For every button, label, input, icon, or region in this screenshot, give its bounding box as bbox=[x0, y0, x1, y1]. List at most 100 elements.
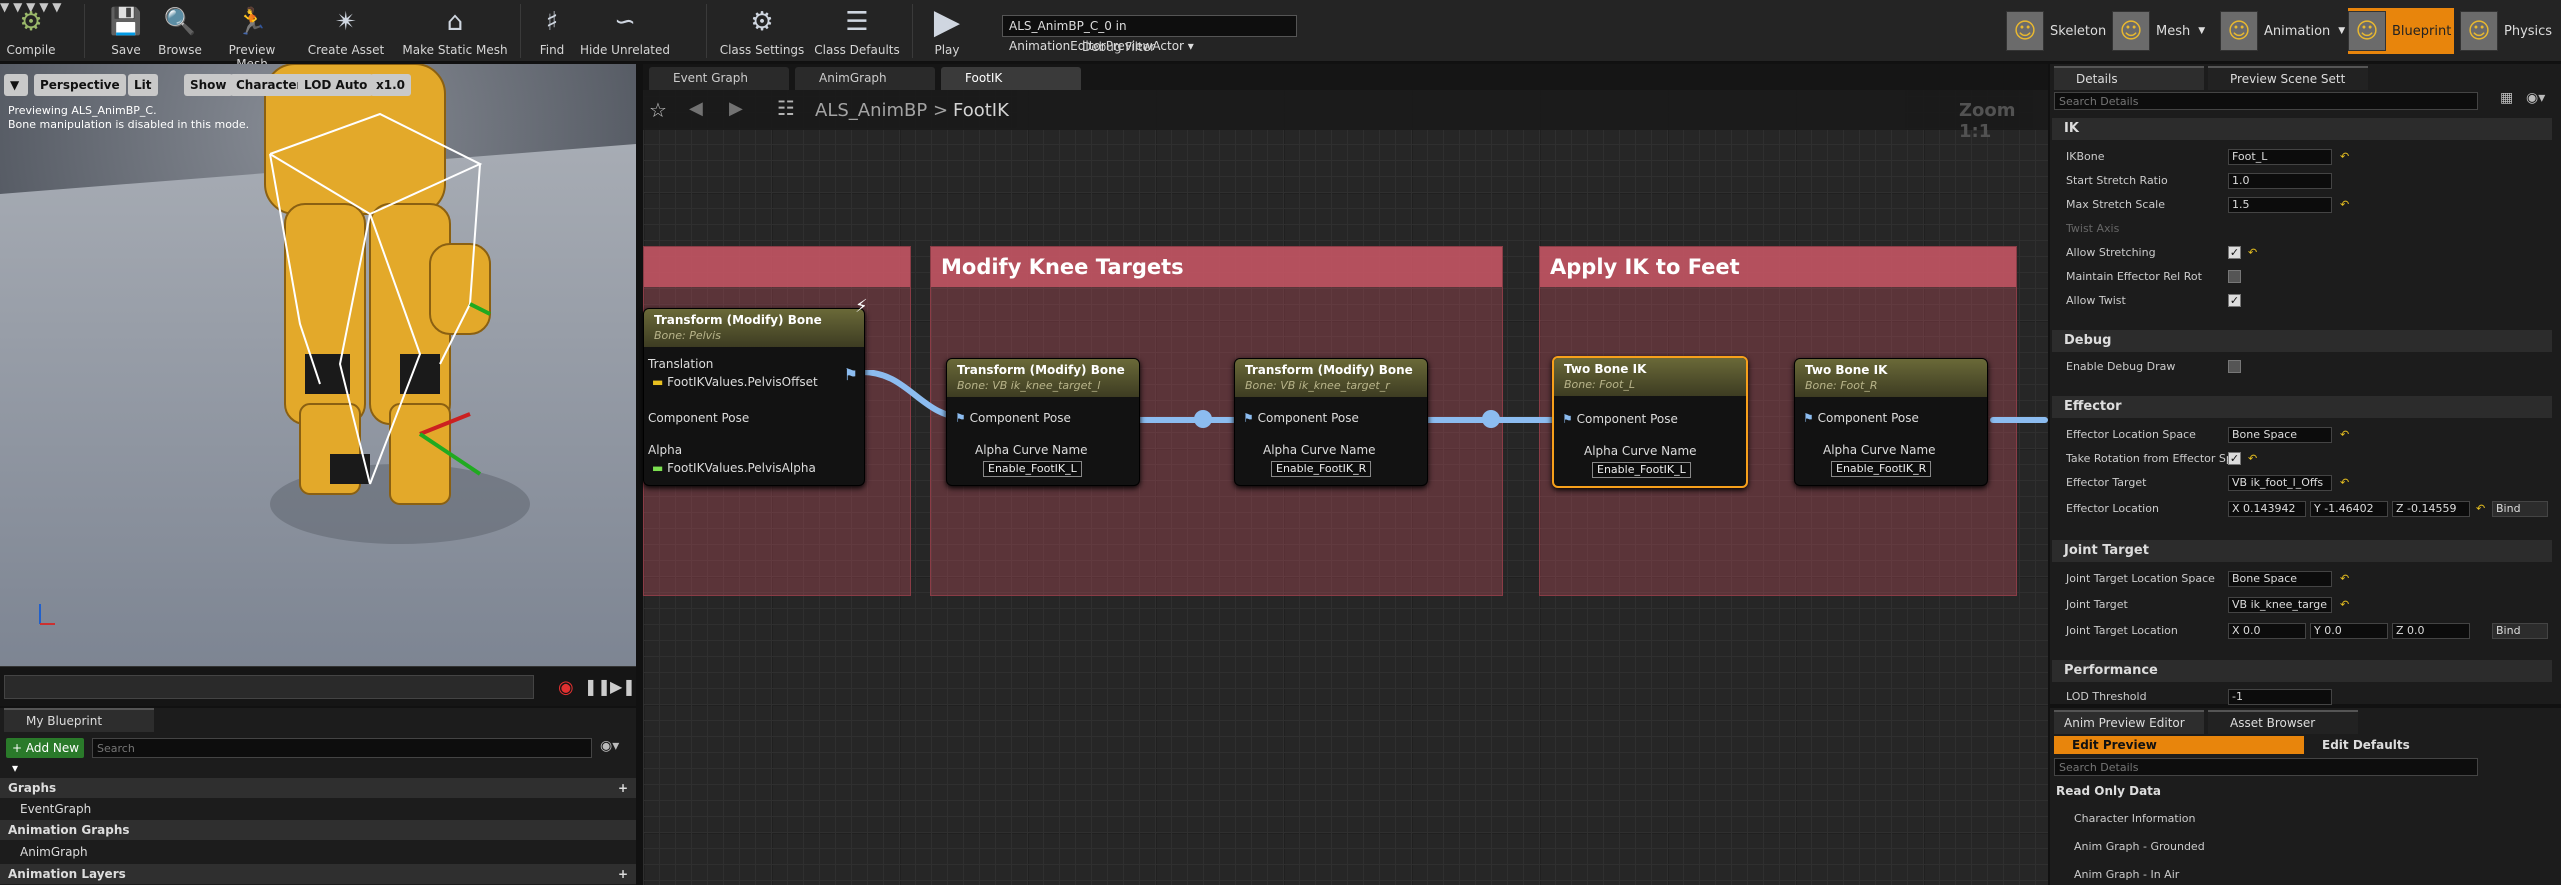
graphs-category[interactable]: Graphs+ bbox=[0, 778, 636, 798]
mesh-dropdown-icon[interactable]: ▼ bbox=[2198, 26, 2206, 36]
tab-anim-preview-editor[interactable]: Anim Preview Editor bbox=[2054, 710, 2204, 734]
list-item[interactable]: Anim Graph - Grounded bbox=[2074, 840, 2205, 853]
play-button[interactable]: ▶Play bbox=[922, 0, 972, 62]
step-forward-icon[interactable]: ▶❚ bbox=[610, 677, 636, 696]
details-search-input[interactable] bbox=[2054, 92, 2478, 110]
preview-viewport[interactable] bbox=[0, 64, 636, 704]
tab-event-graph[interactable]: Event Graph bbox=[649, 67, 789, 90]
alpha-curve-field[interactable]: Enable_FootIK_L bbox=[983, 461, 1082, 477]
favorite-star-icon[interactable]: ☆ bbox=[649, 98, 667, 122]
lit-button[interactable]: Lit bbox=[128, 74, 158, 96]
lod-button[interactable]: LOD Auto bbox=[298, 74, 374, 96]
section-ik[interactable]: IK bbox=[2052, 118, 2552, 140]
save-button[interactable]: 💾Save bbox=[109, 7, 143, 57]
animation-layers-category[interactable]: Animation Layers+ bbox=[0, 864, 636, 884]
perspective-button[interactable]: Perspective bbox=[34, 74, 126, 96]
mode-physics[interactable]: ☺Physics bbox=[2460, 8, 2552, 54]
find-button[interactable]: ♯Find bbox=[530, 0, 574, 62]
pin-component-pose[interactable]: ⚑ Component Pose bbox=[1562, 412, 1678, 426]
reset-icon[interactable]: ↶ bbox=[2340, 572, 2350, 585]
play-dropdown-icon[interactable]: ▼ bbox=[52, 0, 62, 14]
read-only-data-category[interactable]: Read Only Data bbox=[2056, 784, 2161, 798]
joint-x-input[interactable]: X 0.0 bbox=[2228, 623, 2306, 639]
joint-y-input[interactable]: Y 0.0 bbox=[2310, 623, 2388, 639]
pause-icon[interactable]: ❚❚ bbox=[584, 677, 611, 696]
list-item[interactable]: Character Information bbox=[2074, 812, 2196, 825]
reset-icon[interactable]: ↶ bbox=[2248, 452, 2258, 465]
timeline-scrubber[interactable] bbox=[4, 675, 534, 699]
create-asset-button[interactable]: ✴Create Asset bbox=[307, 7, 385, 57]
debug-object-select[interactable]: ALS_AnimBP_C_0 in AnimationEditorPreview… bbox=[1002, 15, 1297, 53]
pin-translation-value[interactable]: ▬ FootIKValues.PelvisOffset bbox=[652, 375, 818, 389]
pin-component-pose[interactable]: ⚑ Component Pose bbox=[1243, 411, 1359, 425]
bind-button[interactable]: Bind bbox=[2492, 623, 2548, 639]
pin-component-pose[interactable]: ⚑ Component Pose bbox=[1803, 411, 1919, 425]
section-performance[interactable]: Performance bbox=[2052, 660, 2552, 682]
reset-icon[interactable]: ↶ bbox=[2340, 598, 2350, 611]
list-item[interactable]: Anim Graph - In Air bbox=[2074, 868, 2180, 881]
alpha-curve-field[interactable]: Enable_FootIK_L bbox=[1592, 462, 1691, 478]
view-options-icon[interactable]: ◉▾ bbox=[2526, 90, 2546, 106]
enable-debug-draw-checkbox[interactable] bbox=[2228, 360, 2241, 373]
make-static-mesh-button[interactable]: ⌂Make Static Mesh bbox=[402, 7, 508, 57]
add-layer-icon[interactable]: + bbox=[617, 867, 628, 881]
edit-preview-tab[interactable]: Edit Preview bbox=[2054, 736, 2304, 754]
joint-z-input[interactable]: Z 0.0 bbox=[2392, 623, 2470, 639]
add-new-button[interactable]: + Add New ▾ bbox=[6, 738, 84, 775]
effector-target-select[interactable]: VB ik_foot_l_Offs bbox=[2228, 475, 2332, 491]
property-twist-axis[interactable]: Twist Axis bbox=[2066, 222, 2120, 235]
output-pose-pin-icon[interactable]: ⚑ bbox=[843, 365, 858, 384]
character-button[interactable]: Character bbox=[230, 74, 309, 96]
pin-alpha[interactable]: Alpha bbox=[648, 443, 683, 457]
reset-icon[interactable]: ↶ bbox=[2340, 428, 2350, 441]
breadcrumb-root[interactable]: ALS_AnimBP bbox=[815, 100, 928, 121]
pin-component-pose[interactable]: ⚑ Component Pose bbox=[955, 411, 1071, 425]
reset-icon[interactable]: ↶ bbox=[2340, 198, 2350, 211]
pin-alpha-value[interactable]: ▬ FootIKValues.PelvisAlpha bbox=[652, 461, 816, 475]
joint-target-select[interactable]: VB ik_knee_targe bbox=[2228, 597, 2332, 613]
reset-icon[interactable]: ↶ bbox=[2340, 150, 2350, 163]
edit-defaults-tab[interactable]: Edit Defaults bbox=[2322, 738, 2410, 752]
back-arrow-icon[interactable]: ◀ bbox=[689, 98, 703, 119]
reset-icon[interactable]: ↶ bbox=[2476, 502, 2486, 515]
show-button[interactable]: Show bbox=[184, 74, 233, 96]
tab-animgraph[interactable]: AnimGraph bbox=[795, 67, 935, 90]
reset-icon[interactable]: ↶ bbox=[2340, 476, 2350, 489]
preview-mesh-dropdown-icon[interactable]: ▼ bbox=[13, 0, 23, 14]
take-rotation-checkbox[interactable]: ✓ bbox=[2228, 452, 2241, 465]
joint-location-space-select[interactable]: Bone Space bbox=[2228, 571, 2332, 587]
tab-preview-scene-settings[interactable]: Preview Scene Sett bbox=[2208, 66, 2368, 90]
alpha-curve-field[interactable]: Enable_FootIK_R bbox=[1271, 461, 1372, 477]
forward-arrow-icon[interactable]: ▶ bbox=[729, 98, 743, 119]
preview-mesh-button[interactable]: 🏃Preview Mesh bbox=[228, 7, 276, 71]
class-settings-button[interactable]: ⚙Class Settings bbox=[719, 7, 805, 57]
mode-skeleton[interactable]: ☺Skeleton bbox=[2006, 8, 2106, 54]
viewport-options-button[interactable]: ▼ bbox=[4, 74, 28, 96]
pin-component-pose[interactable]: Component Pose bbox=[648, 411, 750, 425]
pin-alpha-curve-name[interactable]: Alpha Curve Name bbox=[975, 443, 1088, 457]
effector-y-input[interactable]: Y -1.46402 bbox=[2310, 501, 2388, 517]
allow-stretching-checkbox[interactable]: ✓ bbox=[2228, 246, 2241, 259]
mode-blueprint[interactable]: ☺Blueprint bbox=[2348, 8, 2454, 54]
mode-mesh[interactable]: ☺Mesh ▼ bbox=[2112, 8, 2205, 54]
lod-threshold-input[interactable]: -1 bbox=[2228, 689, 2332, 705]
pin-alpha-curve-name[interactable]: Alpha Curve Name bbox=[1823, 443, 1936, 457]
section-debug[interactable]: Debug bbox=[2052, 330, 2552, 352]
ikbone-select[interactable]: Foot_L bbox=[2228, 149, 2332, 165]
animation-graphs-category[interactable]: Animation Graphs bbox=[0, 820, 636, 840]
pin-alpha-curve-name[interactable]: Alpha Curve Name bbox=[1584, 444, 1697, 458]
bind-button[interactable]: Bind bbox=[2492, 501, 2548, 517]
effector-z-input[interactable]: Z -0.14559 bbox=[2392, 501, 2470, 517]
record-icon[interactable]: ◉ bbox=[558, 677, 574, 698]
class-defaults-button[interactable]: ☰Class Defaults bbox=[814, 7, 900, 57]
list-item-eventgraph[interactable]: EventGraph bbox=[20, 802, 92, 816]
hide-unrelated-button[interactable]: ∽Hide Unrelated bbox=[580, 7, 671, 57]
grid-view-icon[interactable]: ▦ bbox=[2500, 90, 2514, 106]
tab-details[interactable]: Details bbox=[2054, 66, 2204, 90]
effector-location-space-select[interactable]: Bone Space bbox=[2228, 427, 2332, 443]
playback-speed-button[interactable]: x1.0 bbox=[370, 74, 411, 96]
pin-alpha-curve-name[interactable]: Alpha Curve Name bbox=[1263, 443, 1376, 457]
